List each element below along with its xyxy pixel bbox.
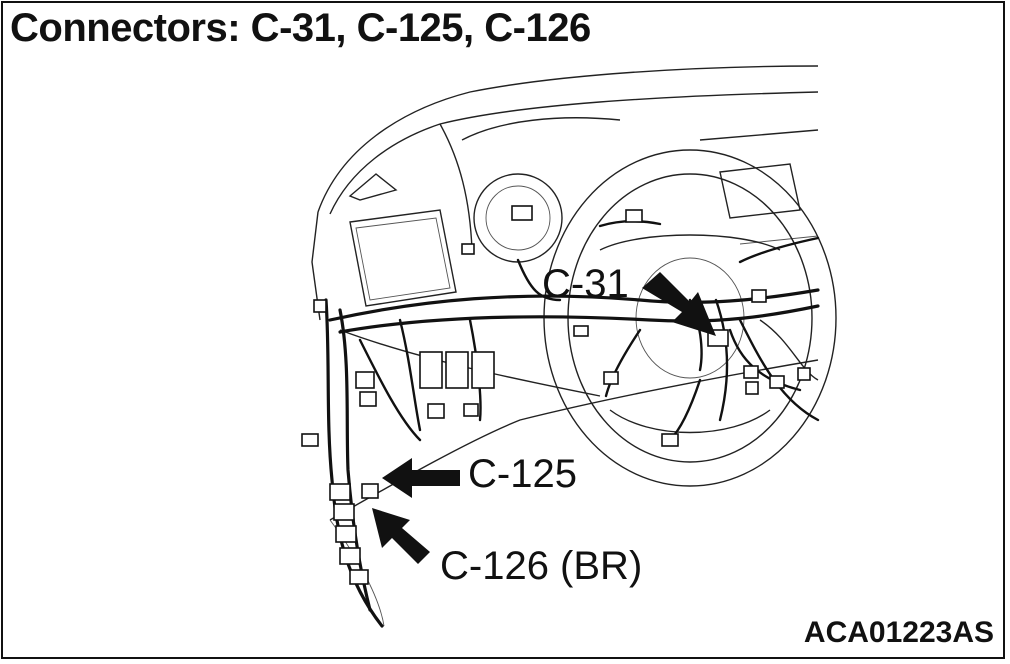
figure-id: ACA01223AS xyxy=(803,616,994,649)
callout-label-c126: C-126 (BR) xyxy=(440,544,643,588)
arrow-c31 xyxy=(642,272,716,336)
instrument-gauge xyxy=(473,173,563,263)
callout-label-c125: C-125 xyxy=(468,452,577,496)
arrow-c125 xyxy=(382,458,460,498)
callout-arrows xyxy=(372,272,716,564)
arrow-c126 xyxy=(372,508,430,564)
diagram-title: Connectors: C-31, C-125, C-126 xyxy=(10,6,591,50)
callout-label-c31: C-31 xyxy=(542,262,629,306)
connector-blocks xyxy=(301,209,811,585)
